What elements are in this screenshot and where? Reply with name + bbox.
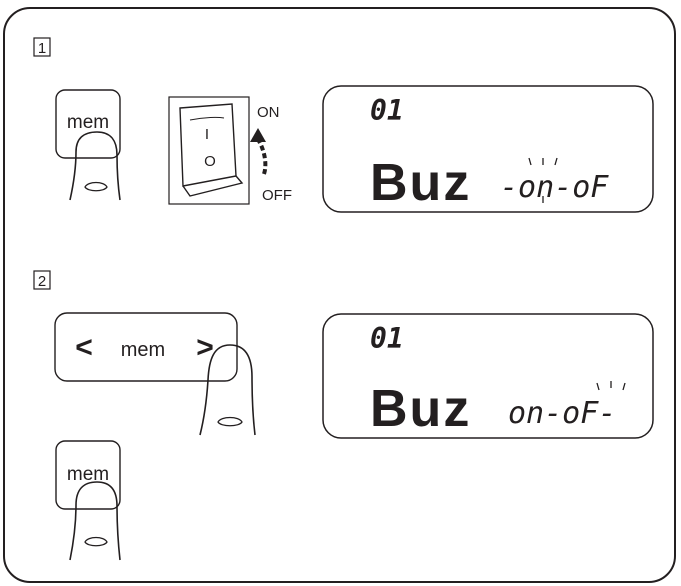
- switch-on-label: ON: [257, 104, 280, 121]
- switch-off-label: OFF: [262, 187, 292, 204]
- display2-main: Buz: [370, 380, 471, 438]
- step-2-badge: 2: [33, 270, 51, 290]
- switch-rocker: [179, 103, 237, 187]
- step-2-number: 2: [38, 273, 46, 290]
- switch-on-symbol: I: [205, 126, 209, 143]
- mem-arrow-button-label: mem: [121, 339, 165, 361]
- lcd-display-2: 01 Buz on-oF-: [322, 313, 654, 439]
- finger-icon-step2: [199, 344, 256, 436]
- curved-arrow-icon: [250, 128, 268, 175]
- display1-main: Buz: [370, 154, 471, 212]
- display1-option: -on-oF: [500, 170, 609, 205]
- mem-button-step2-label: mem: [67, 464, 109, 485]
- display2-option: on-oF-: [508, 396, 616, 431]
- mem-button-step2[interactable]: mem: [55, 440, 121, 510]
- switch-off-symbol: O: [204, 153, 216, 170]
- outer-frame: [3, 7, 676, 583]
- left-arrow-icon[interactable]: <: [75, 331, 93, 364]
- finger-icon-step3: [69, 481, 121, 561]
- display2-blink-marks: [596, 381, 626, 391]
- step-1-number: 1: [38, 40, 46, 57]
- display2-channel: 01: [370, 322, 404, 355]
- right-arrow-icon[interactable]: >: [196, 331, 214, 364]
- finger-icon-step1: [69, 131, 121, 201]
- display1-channel: 01: [370, 94, 404, 127]
- lcd-display-1: 01 Buz -on-oF: [322, 85, 654, 213]
- display1-blink-marks: [528, 157, 558, 203]
- mem-button-step1-label: mem: [67, 112, 109, 133]
- step-1-badge: 1: [33, 37, 51, 57]
- mem-button-step1[interactable]: mem: [55, 89, 121, 159]
- switch-housing: [168, 96, 250, 205]
- power-switch[interactable]: I O: [168, 96, 250, 205]
- mem-arrow-button[interactable]: < mem >: [54, 312, 238, 382]
